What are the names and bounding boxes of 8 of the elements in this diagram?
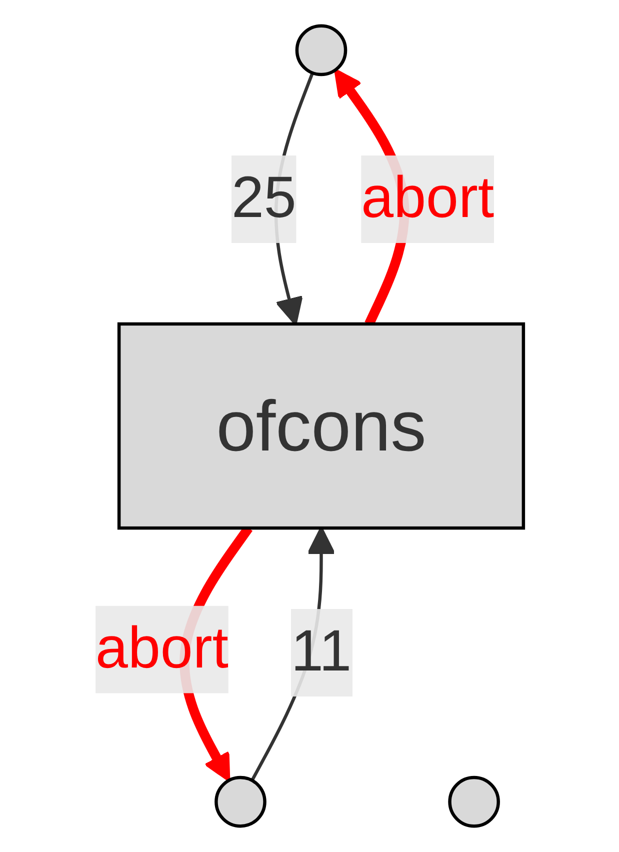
- edge-label: 25: [231, 165, 296, 230]
- edge-label: 11: [290, 618, 352, 684]
- edge-label: abort: [96, 616, 228, 680]
- node-box: ofcons: [117, 322, 526, 530]
- node-circle: [448, 776, 500, 828]
- edge-label: abort: [361, 165, 494, 230]
- node-circle: [295, 24, 348, 76]
- node-circle: [214, 776, 266, 828]
